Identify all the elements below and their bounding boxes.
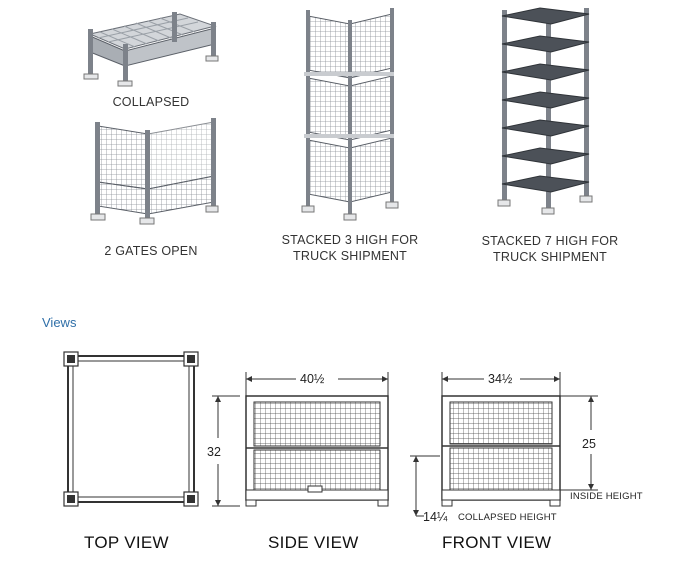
top-view-drawing: [62, 350, 202, 510]
stacked-7-high-image: [496, 6, 596, 216]
top-view-title: TOP VIEW: [84, 533, 169, 552]
side-width-dimension: 40½: [300, 372, 325, 386]
gates-open-container-image: [86, 114, 221, 229]
views-link[interactable]: Views: [42, 315, 77, 330]
collapsed-height-dimension: 14¼: [423, 510, 448, 524]
caption-stacked-7-line2: TRUCK SHIPMENT: [493, 250, 607, 264]
stacked-3-high-image: [300, 6, 400, 224]
inside-height-dimension: 25: [582, 437, 596, 451]
caption-gates-open: 2 GATES OPEN: [104, 244, 198, 258]
caption-stacked-7-line1: STACKED 7 HIGH FOR: [481, 234, 619, 248]
caption-stacked-3-line1: STACKED 3 HIGH FOR: [281, 233, 419, 247]
side-height-dimension: 32: [207, 445, 221, 459]
inside-height-label: INSIDE HEIGHT: [570, 491, 643, 502]
caption-collapsed: COLLAPSED: [112, 95, 190, 109]
front-view-drawing: [408, 368, 608, 523]
front-width-dimension: 34½: [488, 372, 513, 386]
caption-stacked-3-line2: TRUCK SHIPMENT: [293, 249, 407, 263]
front-view-title: FRONT VIEW: [442, 533, 552, 552]
collapsed-container-image: [80, 4, 220, 89]
collapsed-height-label: COLLAPSED HEIGHT: [458, 512, 557, 523]
side-view-title: SIDE VIEW: [268, 533, 359, 552]
side-view-drawing: [210, 368, 400, 513]
